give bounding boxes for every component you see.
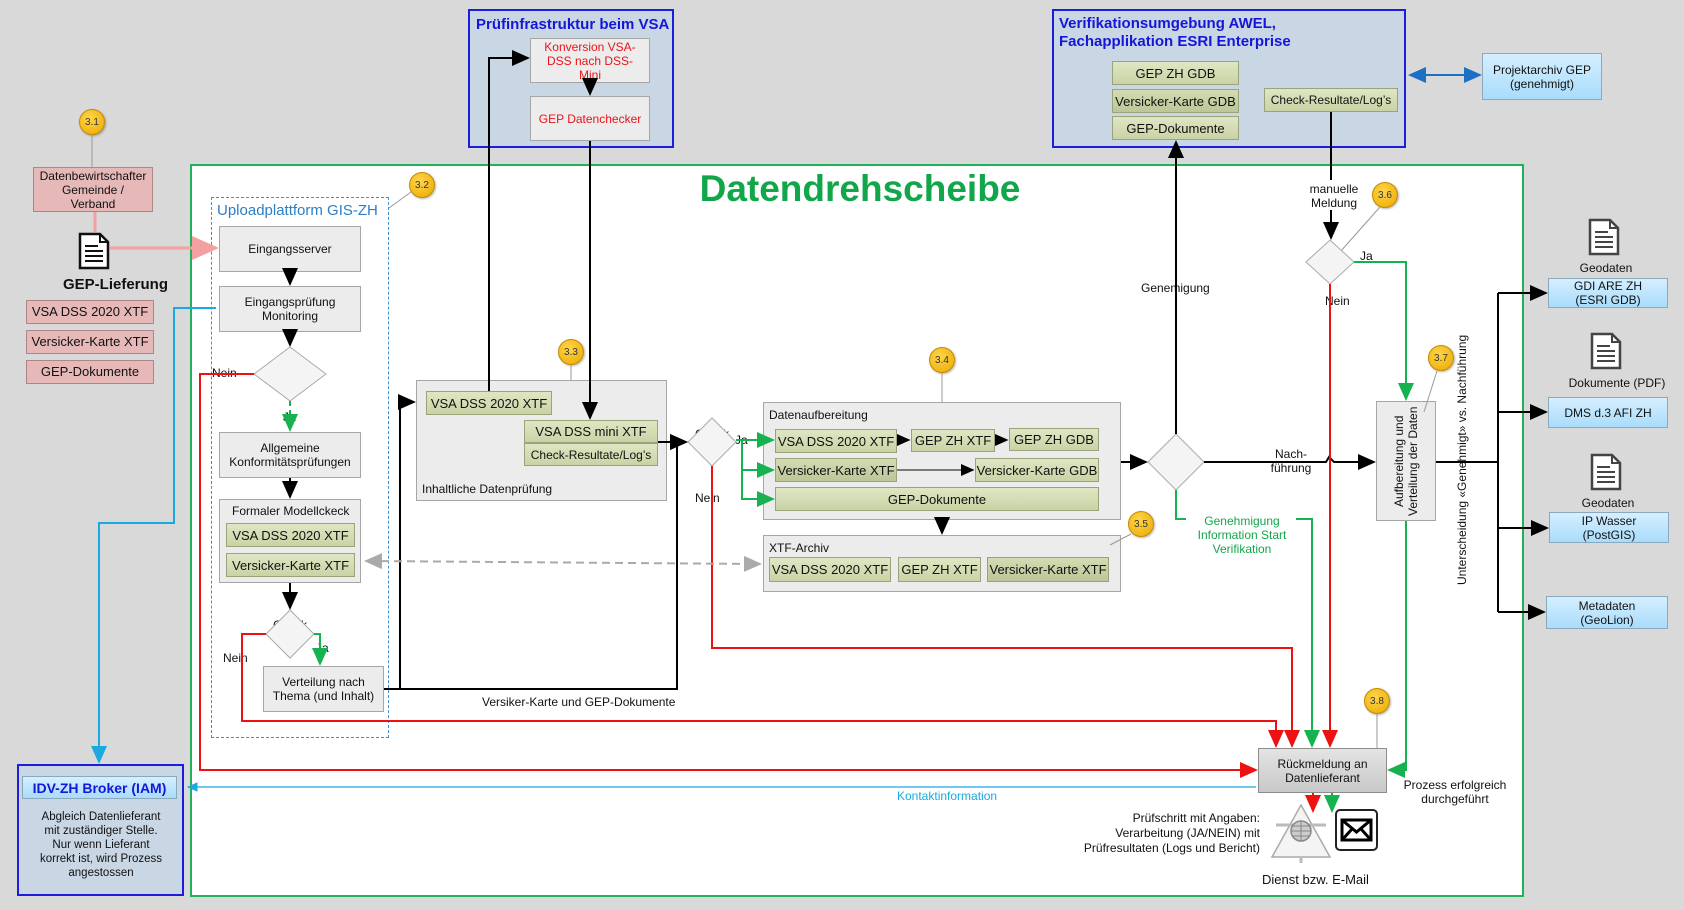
formal-vsa-dss[interactable]: VSA DSS 2020 XTF	[226, 523, 355, 547]
eingangsserver-box[interactable]: Eingangsserver	[219, 226, 361, 272]
step-badge-3-6: 3.6	[1372, 182, 1398, 208]
inhaltliche-pruefung-title: Inhaltliche Datenprüfung	[422, 482, 553, 496]
email-icon	[1335, 809, 1378, 851]
step-badge-3-1: 3.1	[79, 109, 105, 135]
awel-check-results[interactable]: Check-Resultate/Log’s	[1264, 88, 1398, 112]
target-caption-1: Geodaten	[1579, 261, 1633, 275]
eingangspruefung-box[interactable]: Eingangsprüfung Monitoring	[219, 286, 361, 332]
archiv-versicker-karte[interactable]: Versicker-Karte XTF	[987, 557, 1109, 582]
aufbereitung-verteilung-box[interactable]: Aufbereitung und Verteilung der Daten	[1376, 401, 1436, 521]
step-badge-3-8: 3.8	[1364, 688, 1390, 714]
target-ip-wasser[interactable]: IP Wasser(PostGIS)	[1549, 512, 1669, 543]
aufb-gep-zh-xtf[interactable]: GEP ZH XTF	[911, 429, 995, 452]
upload-platform-title: Uploadplattform GIS-ZH	[217, 202, 378, 219]
berechtigt-decision-label: berechtigt?	[260, 366, 320, 380]
inhaltlich-nein-label: Nein	[695, 491, 720, 505]
xtf-archiv-title: XTF-Archiv	[769, 541, 829, 555]
target-gdi-are-zh[interactable]: GDI ARE ZH(ESRI GDB)	[1548, 278, 1668, 308]
web-service-icon	[1270, 803, 1332, 863]
vsa-datachecker-box[interactable]: GEP Datenchecker	[530, 96, 650, 141]
aufb-versicker-karte-gdb[interactable]: Versicker-Karte GDB	[975, 458, 1099, 482]
archiv-gep-zh-xtf[interactable]: GEP ZH XTF	[898, 557, 981, 582]
target-geodaten-gdi	[1588, 218, 1620, 261]
gep-delivery-title: GEP-Lieferung	[63, 276, 169, 293]
dienst-email-label: Dienst bzw. E-Mail	[1262, 872, 1369, 887]
document-icon	[1590, 332, 1622, 375]
berechtigt-nein-label: Nein	[212, 366, 237, 380]
awel-gep-dokumente[interactable]: GEP-Dokumente	[1112, 116, 1239, 140]
inhaltlich-vsa-dss-mini[interactable]: VSA DSS mini XTF	[524, 420, 658, 443]
main-title: Datendrehscheibe	[699, 168, 1021, 209]
broker-title[interactable]: IDV-ZH Broker (IAM)	[22, 776, 177, 799]
step-badge-3-7: 3.7	[1428, 345, 1454, 371]
step-badge-3-4: 3.4	[929, 347, 955, 373]
inhaltlich-vsa-dss[interactable]: VSA DSS 2020 XTF	[426, 391, 552, 415]
pruefschritt-note: Prüfschritt mit Angaben:Verarbeitung (JA…	[1083, 811, 1260, 855]
inhaltlich-check-results[interactable]: Check-Resultate/Log’s	[524, 443, 658, 466]
awel-title-line1: Verifikationsumgebung AWEL,	[1059, 15, 1276, 32]
step-badge-3-3: 3.3	[558, 339, 584, 365]
document-icon	[78, 232, 110, 270]
supplier-file-vsa-dss: VSA DSS 2020 XTF	[26, 300, 154, 324]
genemigung-label: Genemigung	[1141, 281, 1210, 295]
awel-title-line2: Fachapplikation ESRI Enterprise	[1059, 33, 1291, 50]
target-metadaten[interactable]: Metadaten(GeoLion)	[1546, 596, 1668, 629]
document-icon	[1588, 218, 1620, 256]
supplier-file-gep-dokumente: GEP-Dokumente	[26, 360, 154, 384]
genehmigt-vs-nachfuehrung-label: Unterscheidung «Genehmigt» vs. Nachführu…	[1455, 334, 1469, 585]
art-decision-label: Art?	[1166, 454, 1189, 468]
aufb-versicker-karte-xtf[interactable]: Versicker-Karte XTF	[775, 458, 897, 482]
versiker-gep-dokumente-label: Versiker-Karte und GEP-Dokumente	[482, 695, 676, 709]
manual-nein-label: Nein	[1325, 294, 1350, 308]
awel-gep-zh-gdb[interactable]: GEP ZH GDB	[1112, 61, 1239, 85]
step-badge-3-2: 3.2	[409, 172, 435, 198]
formal-versicker-karte[interactable]: Versicker-Karte XTF	[226, 553, 355, 577]
aufb-vsa-dss[interactable]: VSA DSS 2020 XTF	[775, 429, 897, 453]
target-dms[interactable]: DMS d.3 AFI ZH	[1548, 397, 1668, 428]
formal-modelcheck-title: Formaler Modellckeck	[232, 504, 350, 518]
datenaufbereitung-title: Datenaufbereitung	[769, 408, 868, 422]
step-badge-3-5: 3.5	[1128, 511, 1154, 537]
target-caption-3: Geodaten	[1581, 496, 1635, 510]
formal-check-ja-label: Ja	[316, 641, 329, 655]
aufb-gep-dokumente[interactable]: GEP-Dokumente	[775, 487, 1099, 511]
vsa-title: Prüfinfrastruktur beim VSA	[476, 16, 670, 33]
verteilung-nach-thema-box[interactable]: Verteilung nach Thema (und Inhalt)	[263, 666, 384, 712]
manual-ja-label: Ja	[1360, 249, 1373, 263]
supplier-file-versicker-karte: Versicker-Karte XTF	[26, 330, 154, 354]
awel-versicker-karte-gdb[interactable]: Versicker-Karte GDB	[1112, 89, 1239, 113]
inhaltlich-ja-label: Ja	[735, 433, 748, 447]
projektarchiv-box[interactable]: Projektarchiv GEP (genehmigt)	[1482, 53, 1602, 100]
vsa-conversion-box[interactable]: Konversion VSA-DSS nach DSS-Mini	[530, 38, 650, 83]
kontaktinformation-label: Kontaktinformation	[897, 789, 998, 803]
berechtigt-ja-label: Ja	[283, 410, 296, 424]
nachfuehrung-label: Nach-führung	[1270, 447, 1312, 475]
document-icon	[1590, 453, 1622, 496]
target-caption-2: Dokumente (PDF)	[1568, 376, 1666, 390]
konformitaet-box[interactable]: Allgemeine Konformitätsprüfungen	[219, 432, 361, 478]
formal-check-nein-label: Nein	[223, 651, 248, 665]
supplier-box: Datenbewirtschafter Gemeinde / Verband	[33, 167, 153, 212]
archiv-vsa-dss[interactable]: VSA DSS 2020 XTF	[769, 557, 891, 582]
aufb-gep-zh-gdb[interactable]: GEP ZH GDB	[1009, 428, 1099, 451]
